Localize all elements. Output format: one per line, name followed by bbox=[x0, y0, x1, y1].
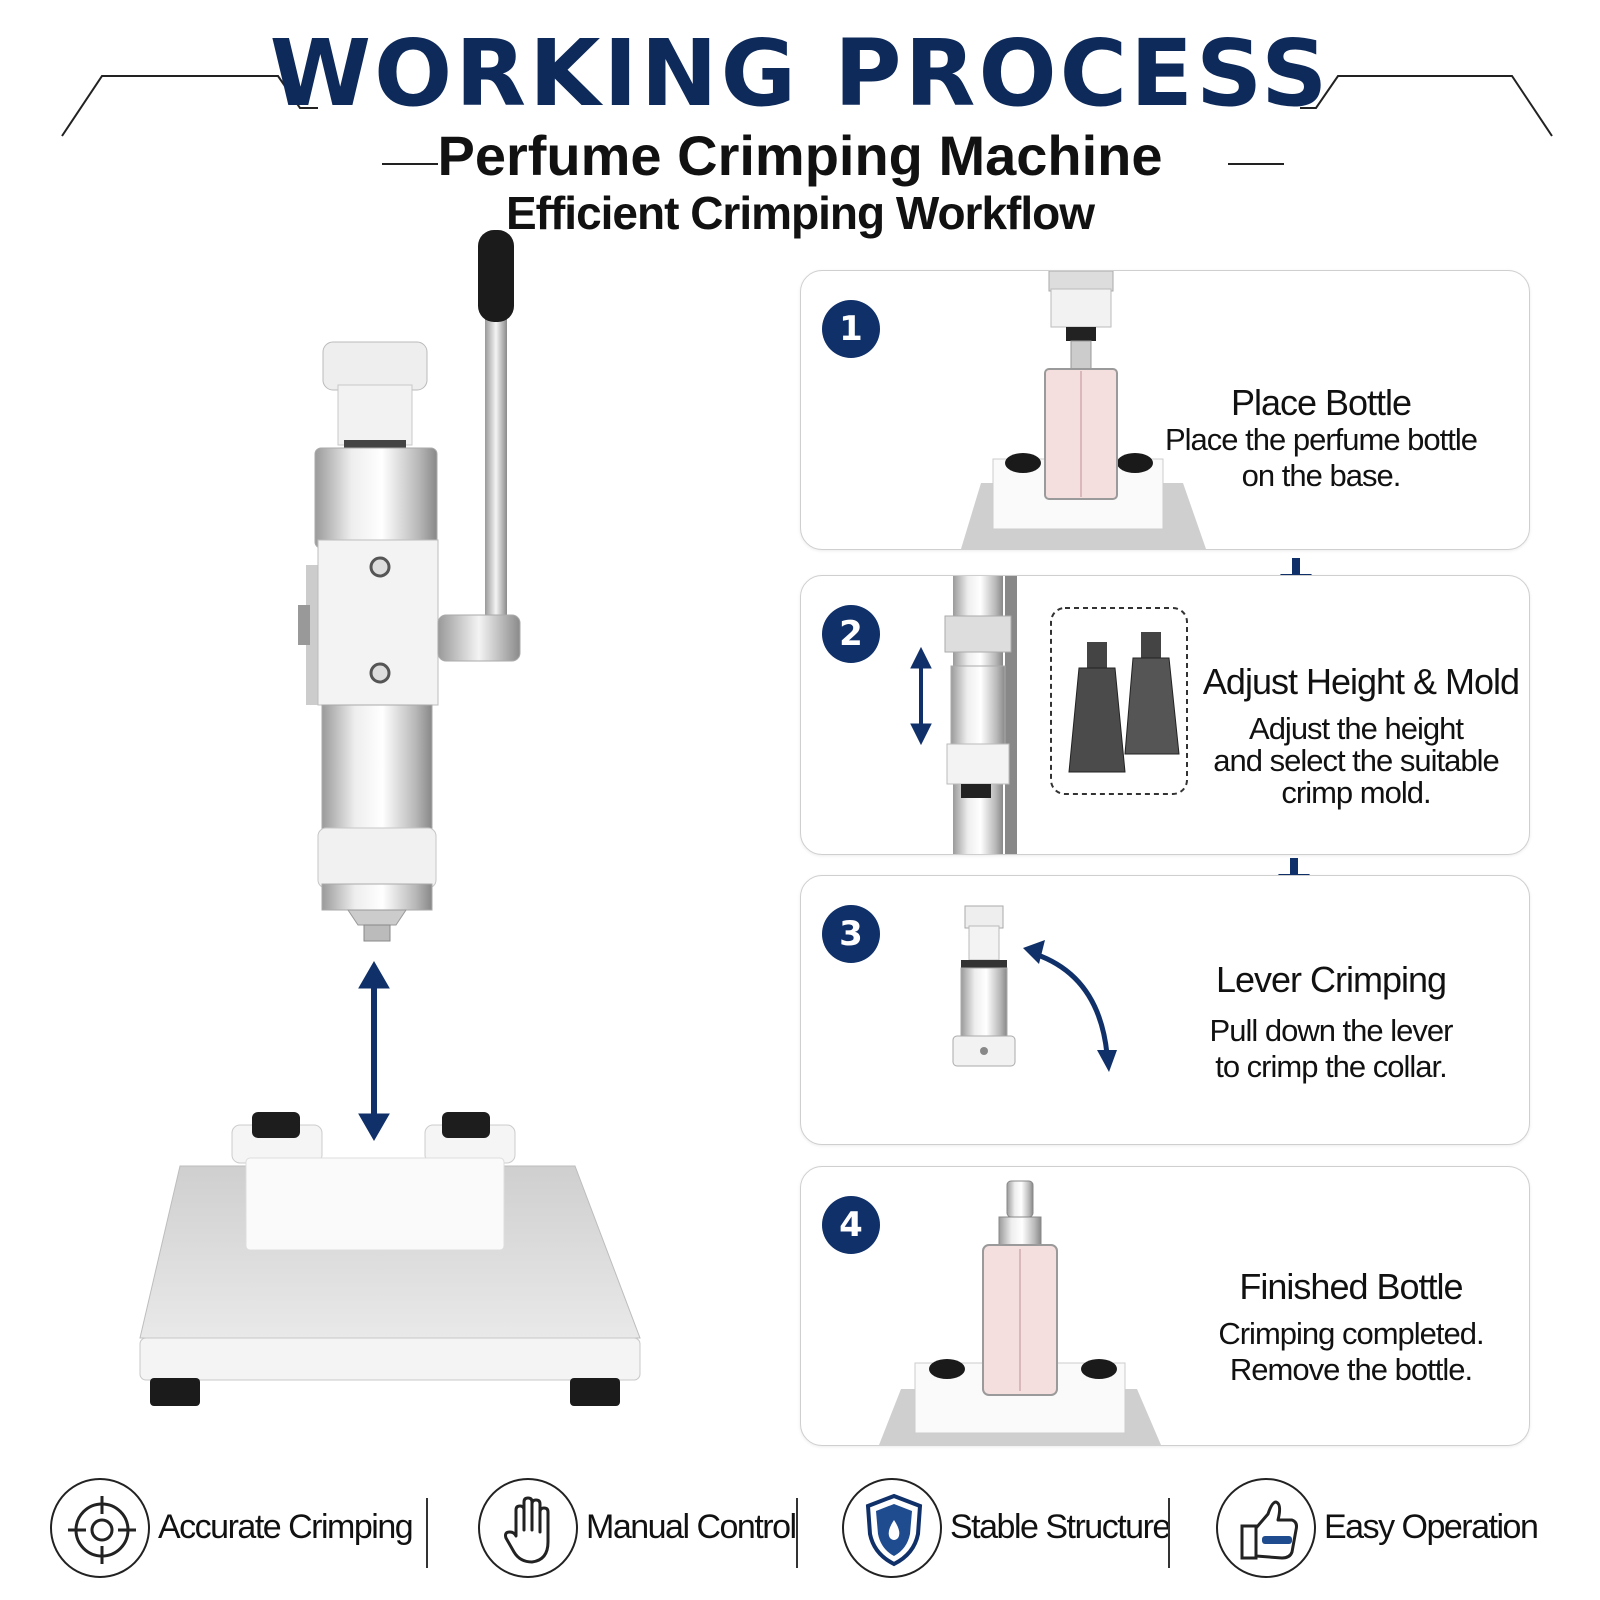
step-title: Finished Bottle bbox=[1239, 1266, 1463, 1307]
place-bottle-illustration bbox=[961, 271, 1206, 549]
step-desc-line: and select the suitable bbox=[1213, 743, 1500, 778]
step-card-3: 3 Lever Crimping Pull down the lever to … bbox=[800, 875, 1530, 1145]
crimping-machine-illustration bbox=[139, 230, 641, 1406]
feature-label: Accurate Crimping bbox=[158, 1508, 414, 1546]
step-title: Place Bottle bbox=[1230, 382, 1412, 423]
feature-label: Stable Structure bbox=[950, 1508, 1171, 1546]
step-desc-line: Pull down the lever bbox=[1209, 1013, 1454, 1048]
feature-icon-circle bbox=[842, 1478, 942, 1578]
step-desc-line: Adjust the height bbox=[1249, 711, 1464, 746]
feature-icon-circle bbox=[478, 1478, 578, 1578]
step-number-badge: 2 bbox=[822, 605, 880, 663]
step-desc-line: on the base. bbox=[1241, 458, 1402, 493]
finished-bottle-illustration bbox=[879, 1180, 1161, 1445]
feature-easy-operation: Easy Operation bbox=[1216, 1478, 1546, 1588]
step-number-badge: 1 bbox=[822, 300, 880, 358]
shield-icon bbox=[865, 1493, 923, 1567]
feature-icon-circle bbox=[1216, 1478, 1316, 1578]
header-decoration-left bbox=[61, 75, 318, 137]
page-subtitle: Perfume Crimping Machine bbox=[437, 124, 1163, 187]
step-card-4: 4 Finished Bottle Crimping completed. Re… bbox=[800, 1166, 1530, 1446]
feature-icon-circle bbox=[50, 1478, 150, 1578]
header: WORKING PROCESS Perfume Crimping Machine… bbox=[0, 0, 1600, 250]
step-number-badge: 4 bbox=[822, 1196, 880, 1254]
height-adjust-illustration bbox=[910, 576, 1188, 854]
feature-separator bbox=[1168, 1498, 1170, 1568]
step-desc-line: Place the perfume bottle bbox=[1164, 422, 1478, 457]
feature-manual-control: Manual Control bbox=[478, 1478, 808, 1588]
step-desc-line: to crimp the collar. bbox=[1215, 1049, 1448, 1084]
feature-label: Easy Operation bbox=[1324, 1508, 1539, 1546]
step-desc-line: Crimping completed. bbox=[1218, 1316, 1484, 1351]
step-desc-line: Remove the bottle. bbox=[1229, 1352, 1473, 1387]
thumbs-up-icon bbox=[1240, 1500, 1298, 1560]
step-title: Lever Crimping bbox=[1215, 959, 1447, 1000]
hand-icon bbox=[504, 1496, 550, 1564]
header-decoration-right bbox=[1300, 75, 1553, 137]
step-title: Adjust Height & Mold bbox=[1202, 661, 1520, 702]
target-icon bbox=[68, 1496, 136, 1564]
subtitle-rule-left bbox=[382, 163, 438, 165]
feature-separator bbox=[796, 1498, 798, 1568]
feature-separator bbox=[426, 1498, 428, 1568]
page-title: WORKING PROCESS bbox=[269, 20, 1331, 127]
step-card-1: 1 Place Bottle Place the perfume bottle … bbox=[800, 270, 1530, 550]
step-desc-line: crimp mold. bbox=[1281, 775, 1431, 810]
page-tagline: Efficient Crimping Workflow bbox=[505, 187, 1095, 239]
feature-stable-structure: Stable Structure bbox=[842, 1478, 1172, 1588]
step-number-badge: 3 bbox=[822, 905, 880, 963]
feature-accurate-crimping: Accurate Crimping bbox=[50, 1478, 420, 1588]
vertical-double-arrow bbox=[358, 960, 390, 1142]
step-card-2: 2 Adjust Height & Mold Adjust the height… bbox=[800, 575, 1530, 855]
feature-label: Manual Control bbox=[586, 1508, 797, 1546]
subtitle-rule-right bbox=[1228, 163, 1284, 165]
lever-crimping-illustration bbox=[952, 905, 1117, 1072]
